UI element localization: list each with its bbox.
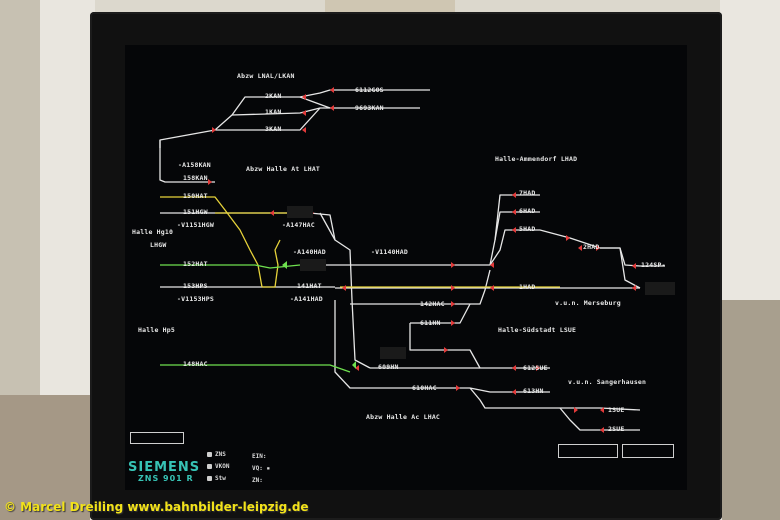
track-label: 152HAT [183,260,208,268]
track-label: 6HAD [519,207,536,215]
vq-label: VQ: ▪ [252,465,271,472]
track-label: 1KAN [265,108,282,116]
track-label: 153HPS [183,282,208,290]
track-label: 9693KAN [355,104,384,112]
track-label: 2HAD [583,243,600,251]
station-label: v.u.n. Merseburg [555,299,621,307]
track-label: 6112GOS [355,86,384,94]
station-label: Abzw LNAL/LKAN [237,72,295,80]
station-label: Halle-Südstadt LSUE [498,326,577,334]
track-label: 148HAC [183,360,208,368]
status-stw: Stw [207,475,226,482]
track-label: 611HN [420,319,441,327]
track-label: 610HAC [412,384,437,392]
track-label: -V1140HAD [371,248,409,256]
station-label: Abzw Halle Ac LHAC [366,413,441,421]
track-label: -A140HAD [293,248,326,256]
status-zns: ZNS [207,451,226,458]
model-label: ZNS 901 R [138,474,194,483]
train-number-box [380,347,406,359]
train-number-box [300,259,326,271]
station-label: Abzw Halle At LHAT [246,165,321,173]
station-label: Halle Hp5 [138,326,176,334]
track-label: 2KAN [265,92,282,100]
status-indicator-icon [207,476,212,481]
track-label: -V1151HGW [177,221,215,229]
track-label: -A147HAC [282,221,315,229]
track-label: 1SUE [608,406,625,414]
station-label: Halle Hg10 [132,228,174,236]
input-field[interactable] [130,432,184,444]
track-label: -A158KAN [178,161,211,169]
photo-credit: © Marcel Dreiling www.bahnbilder-leipzig… [4,500,309,514]
track-label: 3KAN [265,125,282,133]
status-indicator-icon [207,464,212,469]
track-label: 1HAD [519,283,536,291]
brand-logo: SIEMENS [128,460,201,475]
track-label: 5HAD [519,225,536,233]
zn-label: ZN: [252,477,263,484]
train-number-box [645,282,675,295]
track-label: 151HGW [183,208,208,216]
track-label: 613HN [523,387,544,395]
track-label: 150HAT [183,192,208,200]
track-label: 609HN [378,363,399,371]
function-button[interactable] [622,444,674,458]
track-label: 124SP- [641,261,666,269]
track-label: 142HAC [420,300,445,308]
function-button[interactable] [558,444,618,458]
track-label: 141HAT [297,282,322,290]
track-label: 7HAD [519,189,536,197]
station-label: Halle-Ammendorf LHAD [495,155,578,163]
track-label: 2SUE [608,425,625,433]
track-label: -A141HAD [290,295,323,303]
status-vkon: VKON [207,463,229,470]
train-number-box [287,206,313,218]
ein-label: EIN: [252,453,267,460]
track-label: 158KAN [183,174,208,182]
station-label: LHGW [150,241,167,249]
monitor-screen [125,45,687,490]
track-label: 612SUE [523,364,548,372]
track-label: -V1153HPS [177,295,215,303]
station-label: v.u.n. Sangerhausen [568,378,647,386]
status-indicator-icon [207,452,212,457]
